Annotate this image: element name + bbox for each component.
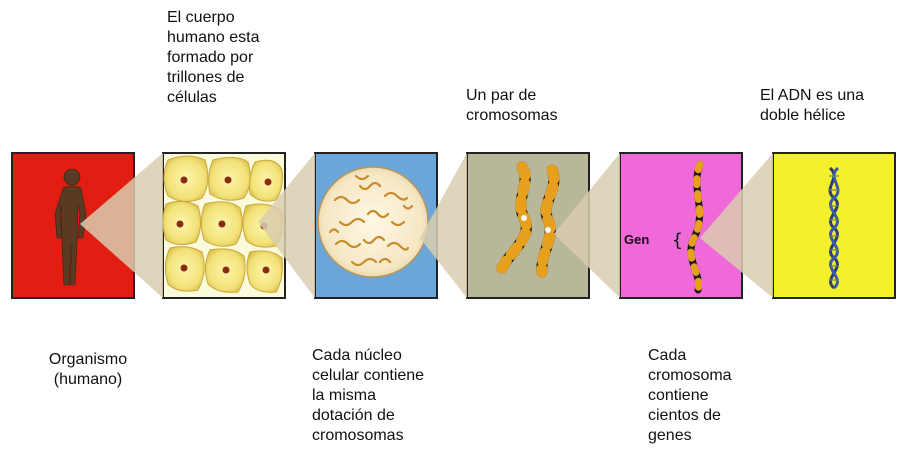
caption-par-cromosomas: Un par de cromosomas — [466, 87, 558, 124]
human-figure-icon — [54, 168, 87, 286]
gene-label: Gen — [624, 232, 649, 247]
caption-organismo: Organismo (humano) — [48, 351, 128, 388]
zoom-cone-4 — [554, 153, 620, 298]
zoom-cone-3 — [420, 153, 467, 298]
zoom-cone-1 — [80, 153, 163, 298]
panel-adn — [772, 152, 896, 299]
zoom-cones — [80, 153, 773, 298]
caption-cuerpo-humano: El cuerpo humano esta formado por trillo… — [167, 9, 260, 106]
caption-nucleo-celular: Cada núcleo celular contiene la misma do… — [312, 347, 425, 444]
panel-par-cromosomas — [466, 152, 590, 299]
caption-cromosoma-genes: Cada cromosoma contiene cientos de genes — [648, 347, 732, 444]
nucleus-circle — [317, 166, 429, 278]
gene-brace: { — [672, 230, 683, 251]
chromosome-pair — [496, 161, 560, 278]
caption-adn-doble-helice: El ADN es una doble hélice — [760, 87, 865, 124]
panel-nucleo — [314, 152, 438, 299]
dna-double-helix — [828, 166, 840, 290]
zoom-cone-2 — [258, 153, 315, 298]
chromatin-strands — [328, 174, 414, 267]
zoom-cone-5 — [700, 153, 773, 298]
single-chromosome — [687, 160, 704, 294]
